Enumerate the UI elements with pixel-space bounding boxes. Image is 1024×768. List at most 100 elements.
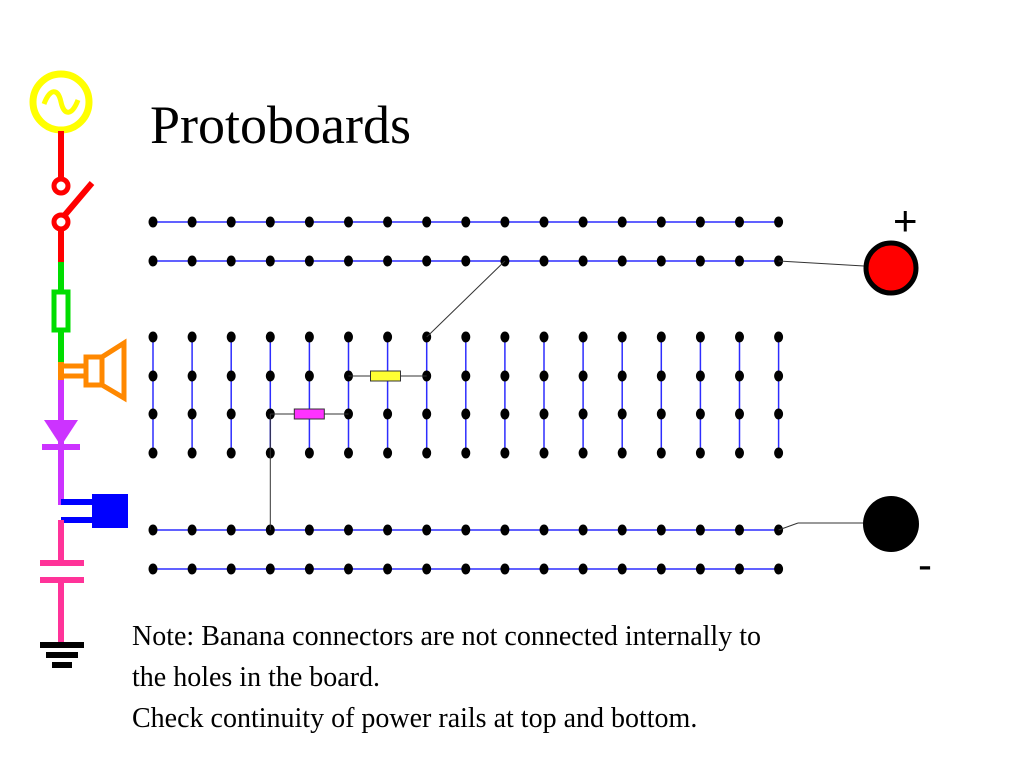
board-hole xyxy=(422,447,432,459)
board-hole xyxy=(500,331,510,343)
board-hole xyxy=(187,447,197,459)
board-hole xyxy=(539,370,549,382)
board-hole xyxy=(774,408,784,420)
capacitor-icon xyxy=(40,520,84,644)
resistor-yellow xyxy=(370,370,401,382)
board-hole xyxy=(656,331,666,343)
board-hole xyxy=(735,524,744,536)
board-hole xyxy=(695,216,705,228)
board-hole xyxy=(539,524,549,536)
board-hole xyxy=(148,524,158,536)
board-hole xyxy=(656,255,666,267)
board-hole xyxy=(735,447,744,459)
board-hole xyxy=(226,255,236,267)
board-hole xyxy=(383,563,393,575)
board-hole xyxy=(383,408,393,420)
board-hole xyxy=(422,563,432,575)
board-hole xyxy=(735,370,744,382)
negative-lead-wire xyxy=(778,522,799,531)
board-hole xyxy=(304,447,314,459)
board-hole xyxy=(656,524,666,536)
board-hole xyxy=(383,331,393,343)
positive-banana-connector xyxy=(863,240,919,296)
board-hole xyxy=(578,563,588,575)
board-hole xyxy=(617,331,627,343)
board-hole xyxy=(656,370,666,382)
board-hole xyxy=(500,563,510,575)
resistor-magenta xyxy=(293,408,325,420)
board-hole xyxy=(461,524,471,536)
board-hole xyxy=(226,447,236,459)
board-hole xyxy=(500,408,510,420)
board-hole xyxy=(578,331,588,343)
board-hole xyxy=(265,331,275,343)
board-hole xyxy=(383,447,393,459)
board-hole xyxy=(656,216,666,228)
board-hole xyxy=(226,370,236,382)
board-hole xyxy=(500,524,510,536)
board-hole xyxy=(695,370,705,382)
board-hole xyxy=(265,216,275,228)
board-hole xyxy=(148,216,158,228)
board-hole xyxy=(695,563,705,575)
fuse-icon xyxy=(51,262,71,362)
board-hole xyxy=(383,255,393,267)
board-hole xyxy=(500,370,510,382)
board-hole xyxy=(304,255,314,267)
board-hole xyxy=(735,563,744,575)
board-hole xyxy=(539,447,549,459)
board-hole xyxy=(500,216,510,228)
board-hole xyxy=(187,408,197,420)
board-hole xyxy=(695,331,705,343)
board-hole xyxy=(774,216,784,228)
note-line-1: Note: Banana connectors are not connecte… xyxy=(132,621,761,652)
board-hole xyxy=(187,524,197,536)
board-hole xyxy=(148,447,158,459)
board-hole xyxy=(617,255,627,267)
board-hole xyxy=(304,331,314,343)
board-hole xyxy=(422,216,432,228)
board-hole xyxy=(539,216,549,228)
board-hole xyxy=(617,408,627,420)
board-hole xyxy=(304,524,314,536)
board-hole xyxy=(695,447,705,459)
board-hole xyxy=(422,524,432,536)
board-hole xyxy=(735,408,744,420)
board-hole xyxy=(617,524,627,536)
board-hole xyxy=(461,331,471,343)
board-hole xyxy=(656,408,666,420)
positive-lead-wire xyxy=(778,260,865,267)
board-hole xyxy=(304,370,314,382)
board-hole xyxy=(304,563,314,575)
slide-title: Protoboards xyxy=(150,95,411,155)
board-hole xyxy=(617,370,627,382)
board-hole xyxy=(187,370,197,382)
positive-symbol: + xyxy=(893,197,918,244)
board-hole xyxy=(617,447,627,459)
board-hole xyxy=(344,524,353,536)
negative-symbol: - xyxy=(918,541,932,588)
board-hole xyxy=(617,563,627,575)
board-hole xyxy=(539,255,549,267)
note-line-3: Check continuity of power rails at top a… xyxy=(132,703,698,734)
note-text: Note: Banana connectors are not connecte… xyxy=(132,616,932,739)
board-hole xyxy=(422,255,432,267)
ground-icon xyxy=(40,642,84,668)
board-hole xyxy=(304,216,314,228)
board-hole xyxy=(148,408,158,420)
board-hole xyxy=(187,331,197,343)
board-hole xyxy=(735,255,744,267)
board-hole xyxy=(656,447,666,459)
board-hole xyxy=(578,408,588,420)
board-hole xyxy=(226,331,236,343)
board-hole xyxy=(422,408,432,420)
board-hole xyxy=(148,563,158,575)
speaker-icon xyxy=(58,338,127,403)
board-hole xyxy=(148,255,158,267)
board-hole xyxy=(735,216,744,228)
board-hole xyxy=(461,370,471,382)
protoboard xyxy=(148,216,919,575)
board-hole xyxy=(774,563,784,575)
board-hole xyxy=(461,408,471,420)
